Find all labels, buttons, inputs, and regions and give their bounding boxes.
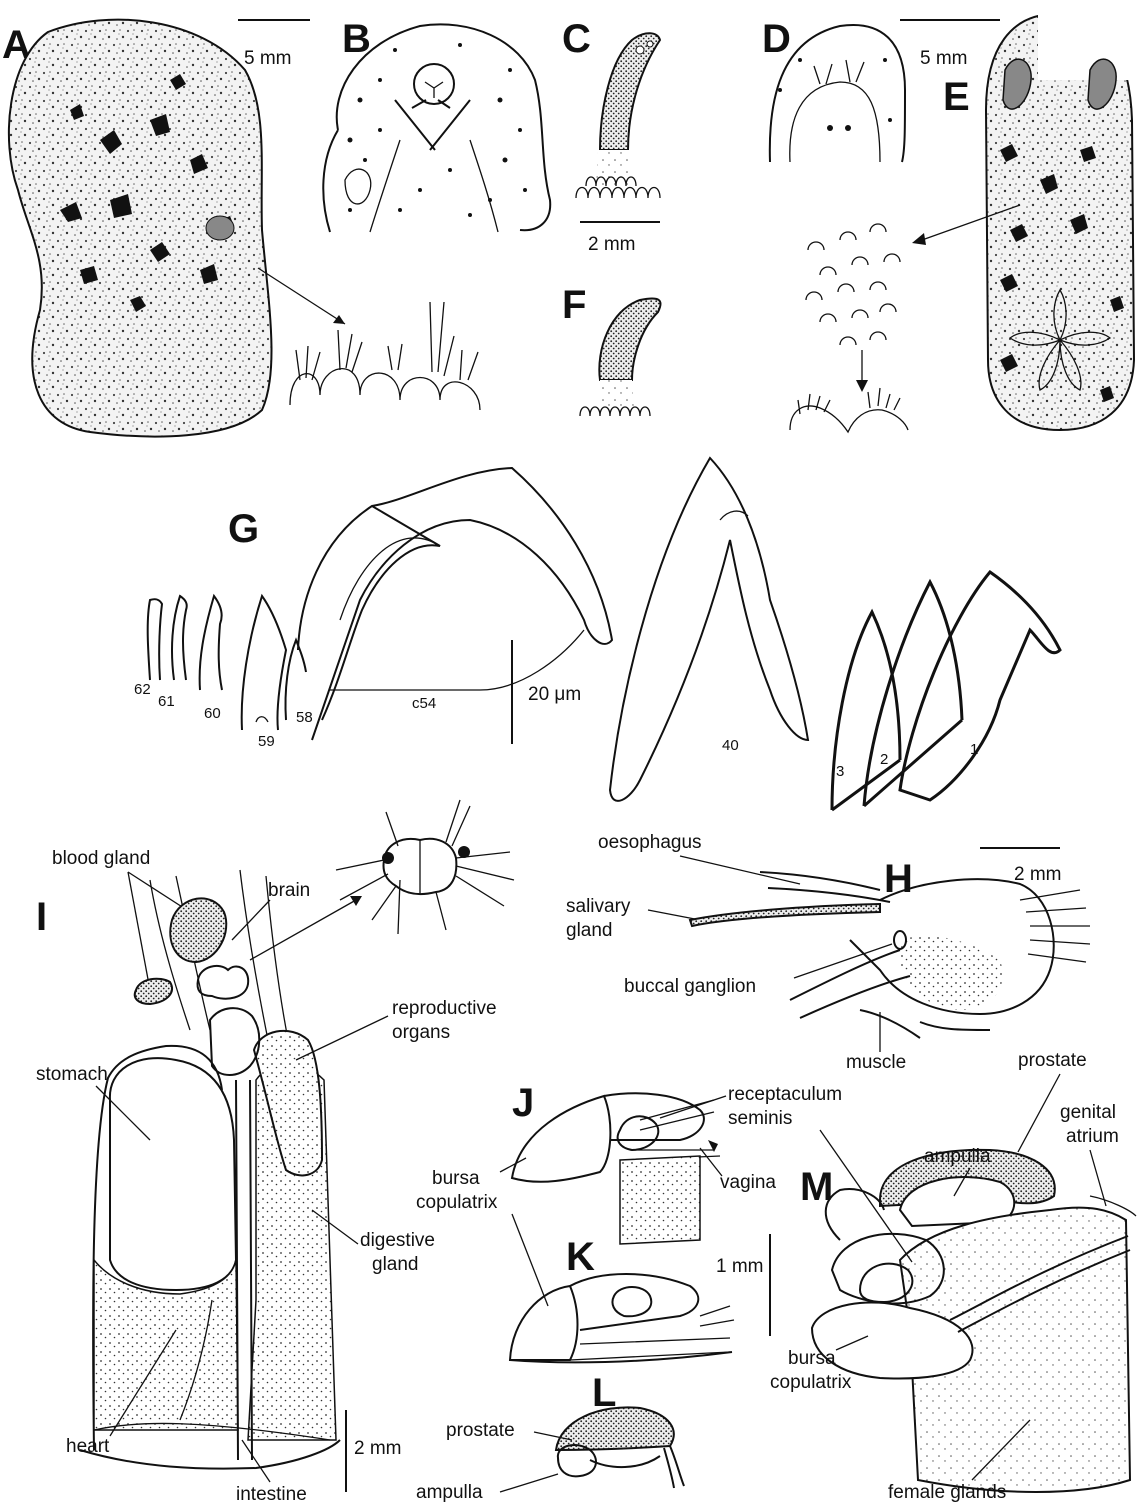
- label-ampulla-m: ampulla: [924, 1146, 991, 1167]
- tubercles-a: [290, 302, 480, 410]
- panel-letter-e: E: [943, 75, 970, 119]
- brain-i: [198, 966, 249, 999]
- panel-d: D: [762, 17, 905, 162]
- scale-label-a: 5 mm: [244, 48, 292, 69]
- tooth-num-40: 40: [722, 737, 739, 754]
- rhinophore-f: [599, 299, 660, 381]
- scale-label-c: 2 mm: [588, 234, 636, 255]
- panel-letter-g: G: [228, 507, 259, 551]
- panel-a: A 5 mm: [2, 20, 480, 437]
- label-digestive-2: gland: [372, 1254, 419, 1275]
- scale-label-jkm: 1 mm: [716, 1256, 764, 1277]
- tooth-num-62: 62: [134, 681, 151, 698]
- panel-g: G 62 61 60 59 58 c54 20 μm 40 3 2 1: [134, 458, 1060, 810]
- label-bursa-m-1: bursa: [788, 1348, 836, 1369]
- label-vagina: vagina: [720, 1172, 776, 1193]
- bursa-k: [510, 1286, 578, 1360]
- panel-letter-i: I: [36, 895, 47, 939]
- label-digestive-1: digestive: [360, 1230, 435, 1251]
- tooth-num-c54: c54: [412, 695, 436, 712]
- tooth-2: [864, 582, 962, 806]
- label-oesophagus: oesophagus: [598, 832, 702, 853]
- label-reproductive-1: reproductive: [392, 998, 497, 1019]
- tooth-61: [172, 596, 187, 680]
- scale-label-i: 2 mm: [354, 1438, 402, 1459]
- tooth-num-59: 59: [258, 733, 275, 750]
- scale-label-h: 2 mm: [1014, 864, 1062, 885]
- tooth-num-61: 61: [158, 693, 175, 710]
- scale-label-g: 20 μm: [528, 684, 581, 705]
- panel-l: L prostate ampulla: [416, 1371, 684, 1503]
- label-heart: heart: [66, 1436, 110, 1457]
- panel-m: M ampulla prostate genital atrium bursa …: [770, 1050, 1136, 1503]
- label-bursa-m-2: copulatrix: [770, 1372, 852, 1393]
- stomach: [110, 1058, 236, 1290]
- tooth-58: [285, 640, 306, 720]
- label-buccal-ganglion: buccal ganglion: [624, 976, 756, 997]
- tooth-num-58: 58: [296, 709, 313, 726]
- tooth-num-3: 3: [836, 763, 844, 780]
- tooth-60: [200, 596, 222, 690]
- label-prostate-m: prostate: [1018, 1050, 1087, 1071]
- label-brain: brain: [268, 880, 310, 901]
- panel-letter-f: F: [562, 283, 586, 327]
- label-female-glands: female glands: [888, 1482, 1006, 1503]
- panel-i: I blood gland brain reproductive: [36, 800, 514, 1505]
- label-salivary-1: salivary: [566, 896, 631, 917]
- panel-letter-j: J: [512, 1081, 534, 1125]
- label-ampulla-l: ampulla: [416, 1482, 483, 1503]
- label-receptaculum-1: receptaculum: [728, 1084, 842, 1105]
- tooth-num-1: 1: [970, 741, 978, 758]
- label-blood-gland: blood gland: [52, 848, 150, 869]
- tooth-40: [610, 458, 808, 801]
- label-reproductive-2: organs: [392, 1022, 450, 1043]
- panel-j: J: [512, 1081, 720, 1244]
- blood-gland-2: [135, 979, 172, 1004]
- arrow-a: [258, 268, 345, 324]
- label-genital-2: atrium: [1066, 1126, 1119, 1147]
- panel-h: H 2 mm oesophagus salivary gland buccal …: [566, 832, 1090, 1073]
- brain-detail: [336, 800, 514, 934]
- scale-label-e: 5 mm: [920, 48, 968, 69]
- dots-b: [348, 43, 528, 217]
- rhinophore-c: [600, 33, 660, 150]
- blood-gland-1: [170, 898, 226, 962]
- panel-c: C 2 mm: [562, 17, 660, 255]
- panel-e: 5 mm E: [790, 12, 1136, 432]
- label-bursa-1: bursa: [432, 1168, 480, 1189]
- panel-f: F: [562, 283, 661, 416]
- panel-letter-c: C: [562, 17, 591, 61]
- panel-k: K: [510, 1235, 734, 1362]
- panel-letter-h: H: [884, 857, 913, 901]
- tooth-1: [900, 572, 1060, 800]
- panel-letter-d: D: [762, 17, 791, 61]
- tooth-num-60: 60: [204, 705, 221, 722]
- label-salivary-2: gland: [566, 920, 613, 941]
- panel-letter-k: K: [566, 1235, 595, 1279]
- label-bursa-2: copulatrix: [416, 1192, 498, 1213]
- label-muscle: muscle: [846, 1052, 906, 1073]
- prostate-l: [556, 1407, 674, 1450]
- label-prostate-l: prostate: [446, 1420, 515, 1441]
- label-genital-1: genital: [1060, 1102, 1116, 1123]
- salivary-gland: [690, 904, 880, 926]
- label-stomach: stomach: [36, 1064, 108, 1085]
- tooth-62: [148, 599, 162, 680]
- panel-b: B: [323, 17, 550, 232]
- tubercles-e: [790, 224, 908, 432]
- label-intestine: intestine: [236, 1484, 307, 1505]
- tooth-59: [242, 596, 286, 730]
- label-receptaculum-2: seminis: [728, 1108, 792, 1129]
- tooth-num-2: 2: [880, 751, 888, 768]
